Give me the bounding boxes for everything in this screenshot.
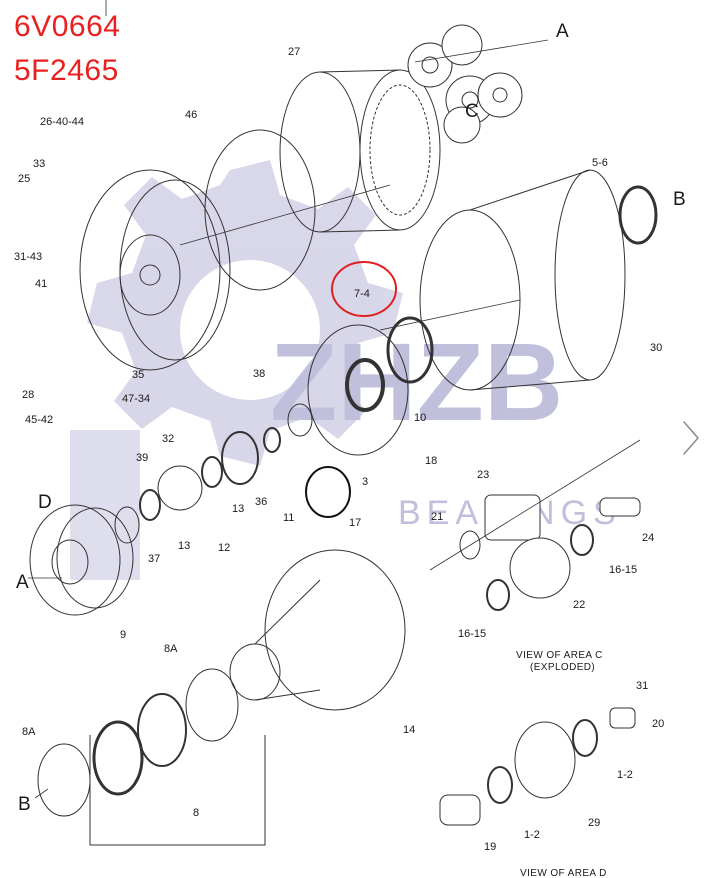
callout-30: 30 bbox=[650, 342, 662, 354]
seal-5-6 bbox=[618, 185, 658, 245]
callout-1-2-left: 1-2 bbox=[524, 829, 540, 841]
callout-9: 9 bbox=[120, 629, 126, 641]
seal-group-8 bbox=[37, 668, 239, 817]
view-c-parts bbox=[459, 494, 641, 611]
callout-45-42: 45-42 bbox=[25, 414, 53, 426]
callout-13-lower: 13 bbox=[178, 540, 190, 552]
callout-27: 27 bbox=[288, 46, 300, 58]
highlight-circle-7-4 bbox=[331, 261, 397, 317]
leader-lines bbox=[28, 0, 641, 799]
callout-A-top: A bbox=[556, 21, 569, 42]
callout-26-40-44: 26-40-44 bbox=[40, 116, 84, 128]
callout-C: C bbox=[465, 101, 479, 122]
callout-16-15-left: 16-15 bbox=[458, 628, 486, 640]
callout-46: 46 bbox=[185, 109, 197, 121]
callout-B-left: B bbox=[18, 794, 31, 815]
o-ring-46 bbox=[204, 129, 316, 291]
ring-gear-27 bbox=[279, 69, 441, 233]
callout-1-2-right: 1-2 bbox=[617, 769, 633, 781]
callout-41: 41 bbox=[35, 278, 47, 290]
callout-23: 23 bbox=[477, 469, 489, 481]
callout-25: 25 bbox=[18, 173, 30, 185]
callout-19: 19 bbox=[484, 841, 496, 853]
callout-A-left: A bbox=[16, 572, 29, 593]
caption-view-c: VIEW OF AREA C bbox=[516, 650, 603, 661]
caption-view-d: VIEW OF AREA D bbox=[520, 868, 607, 878]
washer-3 bbox=[287, 403, 313, 437]
callout-B-right: B bbox=[673, 189, 686, 210]
spindle-14 bbox=[229, 549, 406, 711]
watermark-logo bbox=[70, 160, 403, 580]
callout-31: 31 bbox=[636, 680, 648, 692]
view-d-parts bbox=[439, 707, 636, 826]
callout-28: 28 bbox=[22, 389, 34, 401]
callout-5-6: 5-6 bbox=[592, 157, 608, 169]
callout-24: 24 bbox=[642, 532, 654, 544]
callout-21: 21 bbox=[431, 511, 443, 523]
callout-3: 3 bbox=[362, 476, 368, 488]
callout-10: 10 bbox=[414, 412, 426, 424]
callout-12: 12 bbox=[218, 542, 230, 554]
watermark-text: ZHZB bbox=[270, 321, 563, 444]
callout-22: 22 bbox=[573, 599, 585, 611]
part-number-secondary: 5F2465 bbox=[14, 54, 119, 87]
spacer-13b bbox=[139, 489, 161, 521]
callout-32: 32 bbox=[162, 433, 174, 445]
ring-plate-18 bbox=[307, 324, 409, 456]
callout-8A-lower: 8A bbox=[22, 726, 36, 738]
part-number-primary: 6V0664 bbox=[14, 10, 121, 43]
next-image-button[interactable] bbox=[676, 408, 706, 468]
callout-20: 20 bbox=[652, 718, 664, 730]
bearing-36 bbox=[221, 431, 259, 485]
callout-8: 8 bbox=[193, 807, 199, 819]
callout-14: 14 bbox=[403, 724, 415, 736]
carrier-9 bbox=[29, 504, 134, 616]
callout-39: 39 bbox=[136, 452, 148, 464]
callout-8A-upper: 8A bbox=[164, 643, 178, 655]
ring-37 bbox=[114, 506, 140, 544]
highlight-circle-17 bbox=[305, 466, 351, 518]
planet-gear-cluster bbox=[407, 24, 523, 144]
carrier-assembly-26 bbox=[79, 169, 231, 371]
callout-36: 36 bbox=[255, 496, 267, 508]
callout-18: 18 bbox=[425, 455, 437, 467]
callout-33: 33 bbox=[33, 158, 45, 170]
caption-view-c-exploded: (EXPLODED) bbox=[530, 662, 595, 673]
callout-11: 11 bbox=[283, 512, 294, 524]
bearing-10 bbox=[386, 316, 434, 384]
spacer-13a bbox=[201, 456, 223, 488]
ring-11 bbox=[263, 427, 281, 453]
callout-13-upper: 13 bbox=[232, 503, 244, 515]
callout-47-34: 47-34 bbox=[122, 393, 150, 405]
gear-12 bbox=[157, 465, 203, 511]
callout-38: 38 bbox=[253, 368, 265, 380]
callout-17: 17 bbox=[349, 517, 361, 529]
callout-31-43: 31-43 bbox=[14, 251, 42, 263]
callout-37: 37 bbox=[148, 553, 160, 565]
callout-29: 29 bbox=[588, 817, 600, 829]
bracket-8 bbox=[89, 735, 266, 846]
callout-D: D bbox=[38, 492, 52, 513]
callout-16-15-right: 16-15 bbox=[609, 564, 637, 576]
chevron-right-icon bbox=[682, 420, 700, 456]
callout-7-4: 7-4 bbox=[354, 288, 370, 300]
callout-35: 35 bbox=[132, 369, 144, 381]
